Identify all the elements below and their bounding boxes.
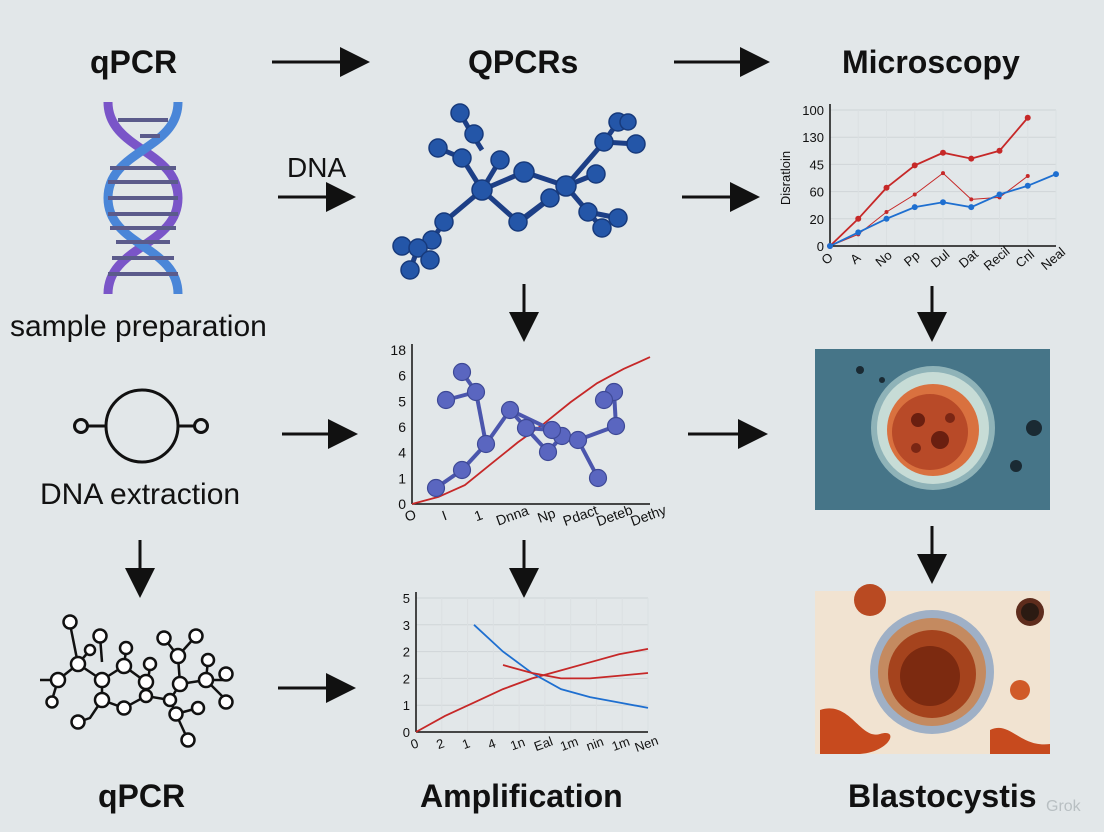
data-point: [855, 229, 861, 235]
x-tick-label: 2: [434, 735, 446, 752]
y-tick-label: 2: [403, 671, 410, 686]
y-tick-label: 1: [398, 470, 406, 486]
y-tick-label: 60: [810, 185, 824, 200]
molecule-atom: [570, 432, 587, 449]
x-tick-label: Np: [535, 505, 557, 526]
data-point: [884, 185, 890, 191]
microscope-image-blastocystis: [815, 584, 1050, 754]
data-point: [940, 199, 946, 205]
data-point: [940, 150, 946, 156]
molecule-icon: [393, 104, 645, 279]
y-tick-label: 3: [403, 618, 410, 633]
x-tick-label: A: [847, 250, 864, 267]
series-line-0: [416, 649, 648, 732]
data-point: [997, 148, 1003, 154]
data-point: [941, 171, 945, 175]
molecule-atom: [540, 444, 557, 461]
molecule-atom: [478, 436, 495, 453]
data-point: [1026, 174, 1030, 178]
y-tick-label: 18: [390, 342, 406, 358]
data-point: [1025, 183, 1031, 189]
molecule-atom: [438, 392, 455, 409]
molecule-atom: [518, 420, 535, 437]
x-tick-label: 0: [408, 735, 420, 752]
molecule-atom: [468, 384, 485, 401]
y-tick-label: 4: [398, 445, 406, 461]
dna-helix-icon: [108, 102, 178, 294]
data-point: [913, 193, 917, 197]
x-tick-label: Dethy: [628, 502, 668, 530]
data-point: [968, 204, 974, 210]
x-tick-label: nin: [584, 734, 605, 754]
molecule-atom: [428, 480, 445, 497]
y-tick-label: 6: [398, 368, 406, 384]
y-tick-label: 6: [398, 419, 406, 435]
molecule-atom: [454, 364, 471, 381]
y-tick-label: 5: [398, 393, 406, 409]
x-tick-label: 1m: [610, 734, 632, 754]
extraction-circle-icon: [75, 390, 208, 462]
x-tick-label: Nen: [633, 733, 661, 755]
x-tick-label: Neal: [1038, 244, 1068, 273]
microscope-image-cell: [815, 349, 1050, 510]
data-point: [827, 243, 833, 249]
x-tick-label: 1: [460, 735, 472, 752]
x-tick-label: O: [402, 506, 418, 525]
y-axis-label: Disratloin: [778, 151, 793, 205]
molecule-atom: [544, 422, 561, 439]
data-point: [884, 216, 890, 222]
x-tick-label: Pp: [901, 248, 923, 270]
x-tick-label: Dnna: [494, 502, 531, 529]
x-tick-label: 4: [486, 735, 498, 752]
data-point: [912, 162, 918, 168]
y-tick-label: 2: [403, 645, 410, 660]
x-tick-label: Dat: [956, 246, 981, 271]
y-tick-label: 20: [810, 212, 824, 227]
data-point: [968, 156, 974, 162]
y-tick-label: 1: [403, 698, 410, 713]
x-tick-label: Recil: [981, 243, 1013, 273]
data-point: [969, 197, 973, 201]
molecule-atom: [454, 462, 471, 479]
x-tick-label: No: [872, 247, 894, 269]
data-point: [855, 216, 861, 222]
x-tick-label: Cnl: [1013, 246, 1038, 270]
data-point: [912, 204, 918, 210]
y-tick-label: 130: [802, 130, 824, 145]
x-tick-label: Dul: [928, 246, 953, 270]
x-tick-label: 1: [472, 506, 485, 524]
data-point: [1025, 115, 1031, 121]
y-tick-label: 45: [810, 157, 824, 172]
molecule-atom: [596, 392, 613, 409]
x-tick-label: 1n: [508, 734, 527, 753]
molecule-atom: [502, 402, 519, 419]
x-tick-label: 1m: [558, 734, 580, 754]
data-point: [885, 210, 889, 214]
molecule-atom: [590, 470, 607, 487]
x-tick-label: I: [440, 507, 449, 523]
molecule-atom: [608, 418, 625, 435]
y-tick-label: 100: [802, 103, 824, 118]
x-tick-label: Eal: [532, 733, 555, 754]
y-tick-label: 5: [403, 591, 410, 606]
network-node-icons: [47, 616, 233, 747]
data-point: [997, 192, 1003, 198]
data-point: [1053, 171, 1059, 177]
